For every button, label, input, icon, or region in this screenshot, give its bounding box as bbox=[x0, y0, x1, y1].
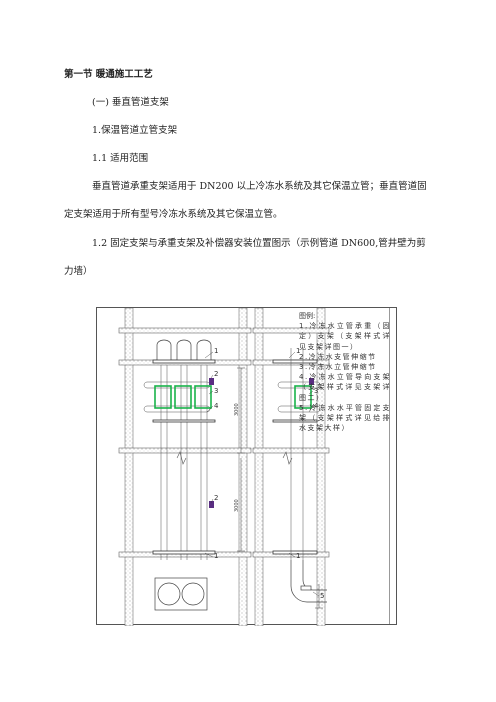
riser-right-view bbox=[290, 348, 304, 560]
callout-2: 2 bbox=[214, 370, 218, 378]
right-wall-right-view bbox=[316, 308, 326, 626]
callout-4: 4 bbox=[214, 402, 219, 410]
heading-figure-line-1: 1.2 固定支架与承重支架及补偿器安装位置图示（示例管道 DN600,管井壁为剪 bbox=[92, 238, 426, 249]
bottom-elbow bbox=[290, 560, 327, 603]
dimension-labels: 3000 3000 bbox=[234, 403, 240, 512]
callout-11: 5 bbox=[320, 592, 324, 600]
dimension-lower: 3000 bbox=[234, 499, 240, 512]
legend-title: 图例: bbox=[299, 312, 316, 320]
callout-3: 3 bbox=[214, 387, 218, 395]
pipe-tops bbox=[156, 339, 212, 363]
risers-left-view bbox=[160, 365, 208, 560]
left-wall-right-view bbox=[254, 308, 264, 626]
paragraph-scope-line-2: 定支架适用于所有型号冷冻水系统及其它保温立管。 bbox=[64, 209, 283, 220]
legend-item-1: 1.冷冻水立管承重（固定）支架（支架样式详见支架详图一） bbox=[299, 322, 391, 351]
legend-item-3: 3.冷冻水立管伸缩节 bbox=[299, 363, 377, 372]
installation-diagram: 1 2 3 4 2 1 1 3 4 1 5 3000 3000 bbox=[96, 307, 397, 626]
section-title: 第一节 暖通施工工艺 bbox=[64, 69, 153, 80]
support-brackets bbox=[152, 359, 318, 555]
break-lines bbox=[176, 451, 293, 465]
callout-1: 1 bbox=[214, 347, 218, 355]
installation-drawing: 1 2 3 4 2 1 1 3 4 1 5 3000 3000 bbox=[118, 308, 330, 626]
right-wall-left-view bbox=[238, 308, 248, 626]
legend-item-2: 2.冷冻水支管伸缩节 bbox=[299, 352, 377, 361]
branch-expansion-joints bbox=[209, 378, 314, 508]
heading-scope: 1.1 适用范围 bbox=[92, 153, 149, 164]
callout-7: 1 bbox=[296, 347, 300, 355]
heading-figure-line-2: 力墙） bbox=[64, 266, 93, 277]
paragraph-scope-line-1: 垂直管道承重支架适用于 DN200 以上冷冻水系统及其它保温立管；垂直管道固 bbox=[92, 181, 427, 192]
figure-legend: 图例: 1.冷冻水立管承重（固定）支架（支架样式详见支架详图一） 2.冷冻水支管… bbox=[299, 311, 391, 433]
callout-numbers: 1 2 3 4 2 1 1 3 4 1 5 bbox=[214, 347, 324, 600]
left-wall bbox=[124, 308, 134, 626]
legend-divider bbox=[389, 308, 390, 624]
heading-vertical-pipe-support: (一) 垂直管道支架 bbox=[92, 97, 169, 108]
heading-insulated-riser-support: 1.保温管道立管支架 bbox=[92, 125, 178, 136]
legend-item-5: 5.冷冻水水平管固定支架（支架样式详见给排水支架大样） bbox=[299, 403, 391, 433]
dimension-lines bbox=[237, 367, 323, 609]
riser-expansion-joints bbox=[154, 385, 312, 409]
dimension-upper: 3000 bbox=[234, 403, 240, 416]
legend-item-4: 4.冷冻水立管导向支架（支架样式详见支架详图二） bbox=[299, 373, 391, 402]
callout-8: 3 bbox=[314, 387, 318, 395]
bottom-pipe-section bbox=[154, 577, 208, 611]
callout-9: 4 bbox=[314, 402, 319, 410]
callout-5: 2 bbox=[214, 494, 218, 502]
callout-leaders bbox=[204, 351, 320, 597]
callout-6: 1 bbox=[214, 552, 218, 560]
callout-10: 1 bbox=[296, 552, 300, 560]
